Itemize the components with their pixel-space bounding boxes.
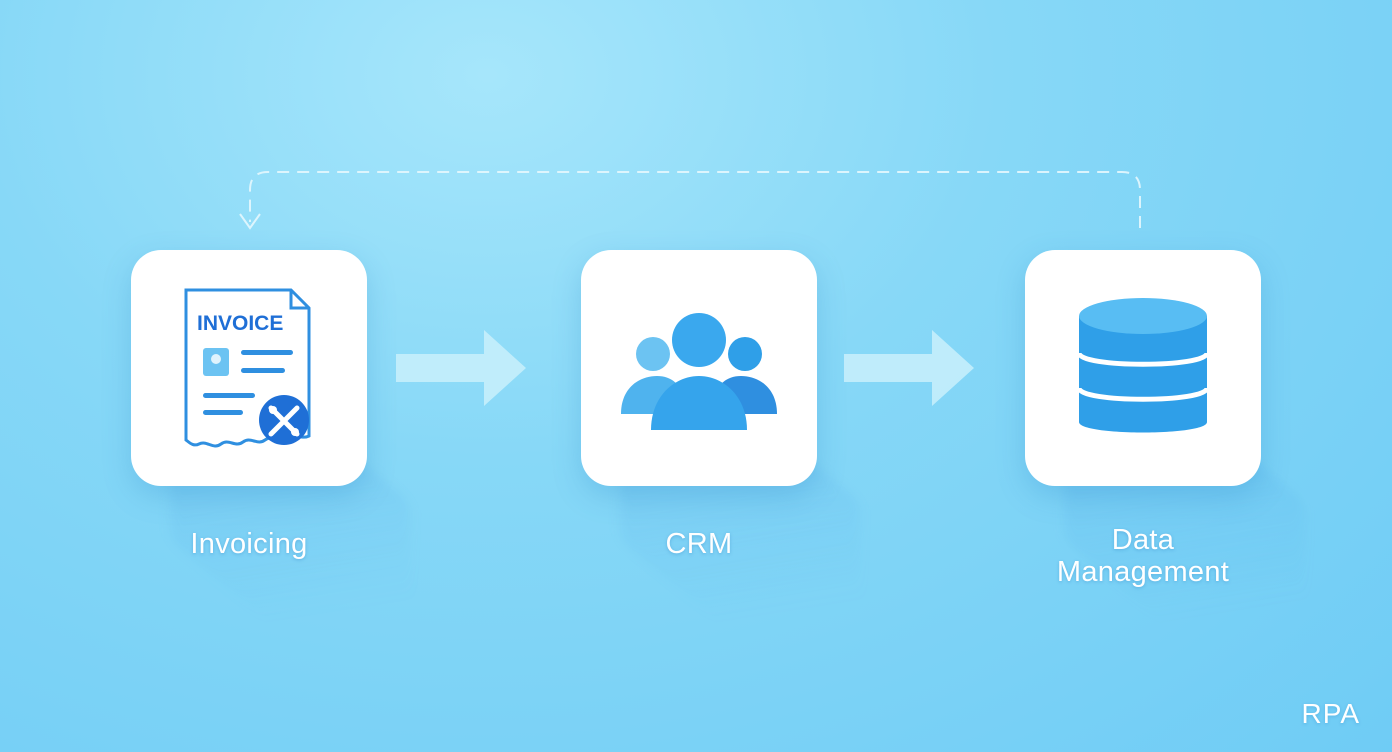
loop-arrowhead-icon xyxy=(239,213,261,230)
crm-label: CRM xyxy=(665,528,733,560)
people-group-icon xyxy=(621,313,777,430)
database-icon xyxy=(1076,298,1210,433)
invoice-icon: INVOICE xyxy=(184,288,311,448)
invoicing-card: INVOICE xyxy=(131,250,367,486)
arrow-right-icon xyxy=(396,330,526,406)
rpa-corner-label: RPA xyxy=(1301,698,1360,729)
arrow-right-icon xyxy=(844,330,974,406)
invoice-title-text: INVOICE xyxy=(197,312,283,335)
invoicing-label: Invoicing xyxy=(190,528,308,560)
data-management-card xyxy=(1025,250,1261,486)
data-management-label: Data Management xyxy=(1056,524,1230,588)
crm-card xyxy=(581,250,817,486)
